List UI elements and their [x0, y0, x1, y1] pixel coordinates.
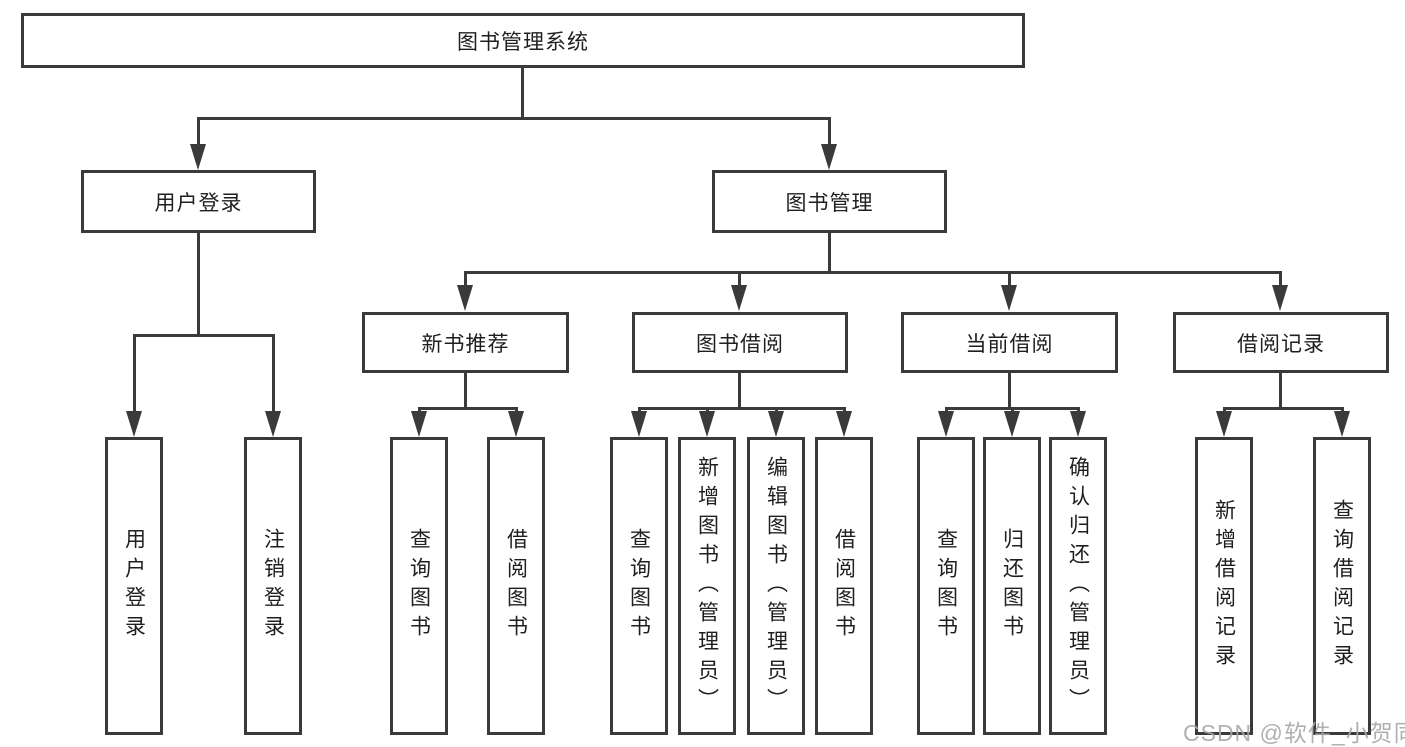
leaf-recommend-query-books: 查询图书	[390, 437, 448, 735]
leaf-recommend-borrow-books: 借阅图书	[487, 437, 545, 735]
arrow-down-l3	[1272, 285, 1288, 311]
connector-branch-book-borrow	[638, 407, 846, 410]
arrow-down-leaf	[1334, 411, 1350, 437]
leaf-add-borrow-record: 新增借阅记录	[1195, 437, 1253, 735]
connector-drop-user-login	[197, 117, 200, 147]
leaf-current-query-books: 查询图书	[917, 437, 975, 735]
arrow-down-leaf	[938, 411, 954, 437]
arrow-down-book-mgmt	[821, 144, 837, 170]
arrow-down-leaf	[126, 411, 142, 437]
leaf-edit-books-admin: 编辑图书（管理员）	[747, 437, 805, 735]
leaf-borrow-books: 借阅图书	[815, 437, 873, 735]
leaf-logout: 注销登录	[244, 437, 302, 735]
node-new-book-recommend: 新书推荐	[362, 312, 569, 373]
connector-drop-leaf	[133, 334, 136, 414]
leaf-return-books: 归还图书	[983, 437, 1041, 735]
arrow-down-l3	[1001, 285, 1017, 311]
connector-book-borrow-stem	[738, 373, 741, 410]
leaf-query-borrow-record: 查询借阅记录	[1313, 437, 1371, 735]
connector-user-login-stem	[197, 233, 200, 335]
leaf-borrow-query-books: 查询图书	[610, 437, 668, 735]
leaf-user-login: 用户登录	[105, 437, 163, 735]
node-book-borrow: 图书借阅	[632, 312, 848, 373]
connector-branch-level3	[464, 271, 1282, 274]
node-user-login: 用户登录	[81, 170, 316, 233]
arrow-down-l3	[731, 285, 747, 311]
connector-borrow-records-stem	[1279, 373, 1282, 410]
arrow-down-leaf	[265, 411, 281, 437]
connector-recommend-stem	[464, 373, 467, 410]
connector-root-stem	[521, 68, 524, 119]
leaf-confirm-return-admin: 确认归还（管理员）	[1049, 437, 1107, 735]
connector-branch-level2	[197, 117, 831, 120]
connector-drop-l3	[1279, 271, 1282, 289]
arrow-down-leaf	[836, 411, 852, 437]
connector-branch-recommend	[418, 407, 518, 410]
leaf-add-books-admin: 新增图书（管理员）	[678, 437, 736, 735]
connector-branch-user-login	[133, 334, 275, 337]
arrow-down-leaf	[699, 411, 715, 437]
connector-drop-l3	[738, 271, 741, 289]
arrow-down-leaf	[1004, 411, 1020, 437]
connector-drop-l3	[464, 271, 467, 289]
arrow-down-l3	[457, 285, 473, 311]
connector-current-borrow-stem	[1008, 373, 1011, 410]
connector-branch-borrow-records	[1223, 407, 1344, 410]
node-borrow-records: 借阅记录	[1173, 312, 1389, 373]
arrow-down-leaf	[768, 411, 784, 437]
arrow-down-leaf	[1070, 411, 1086, 437]
node-current-borrow: 当前借阅	[901, 312, 1118, 373]
arrow-down-user-login	[190, 144, 206, 170]
arrow-down-leaf	[508, 411, 524, 437]
arrow-down-leaf	[631, 411, 647, 437]
connector-drop-leaf	[272, 334, 275, 414]
connector-drop-l3	[1008, 271, 1011, 289]
arrow-down-leaf	[411, 411, 427, 437]
arrow-down-leaf	[1216, 411, 1232, 437]
csdn-watermark: CSDN @软件_小贺同学	[1183, 720, 1405, 746]
node-library-system: 图书管理系统	[21, 13, 1025, 68]
connector-book-mgmt-stem	[828, 233, 831, 274]
node-book-management: 图书管理	[712, 170, 947, 233]
connector-drop-book-mgmt	[828, 117, 831, 147]
